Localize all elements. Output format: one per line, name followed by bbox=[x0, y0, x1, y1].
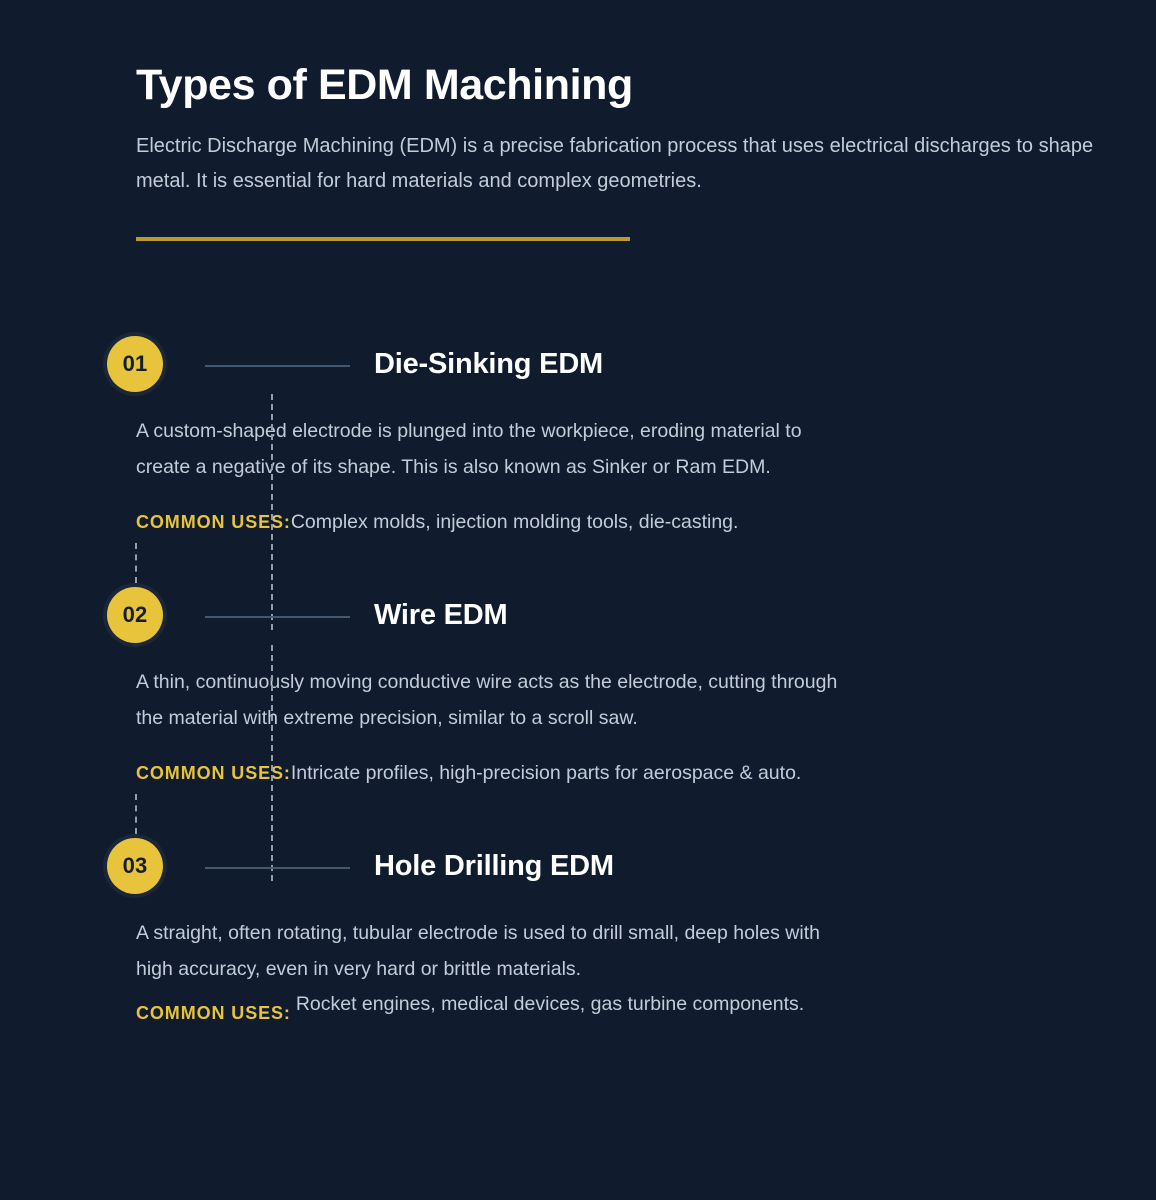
common-uses-label: COMMON USES: bbox=[136, 763, 291, 783]
section-description-2: A thin, continuously moving conductive w… bbox=[136, 671, 838, 729]
connector-line-1 bbox=[205, 365, 350, 367]
page-header: Types of EDM Machining Electric Discharg… bbox=[136, 60, 1136, 199]
gold-divider bbox=[136, 237, 630, 241]
timeline-item-3: 03 Hole Drilling EDM A straight, often r… bbox=[0, 834, 1156, 1034]
step-number-badge-1: 01 bbox=[103, 332, 167, 396]
connector-line-2 bbox=[205, 616, 350, 618]
timeline-item-2: 02 Wire EDM A thin, continuously moving … bbox=[0, 583, 1156, 881]
page-title: Types of EDM Machining bbox=[136, 61, 633, 109]
timeline-header-3: 03 Hole Drilling EDM bbox=[0, 834, 1156, 902]
timeline-item-1: 01 Die-Sinking EDM A custom-shaped elect… bbox=[0, 332, 1156, 630]
timeline-body-3: A straight, often rotating, tubular elec… bbox=[136, 902, 1156, 1034]
connector-line-3 bbox=[205, 867, 350, 869]
step-number-label: 02 bbox=[107, 587, 163, 643]
common-uses-text: Rocket engines, medical devices, gas tur… bbox=[295, 993, 805, 1015]
timeline-gap-1 bbox=[0, 543, 1156, 583]
section-description-1: A custom-shaped electrode is plunged int… bbox=[136, 420, 802, 478]
dashed-rail-1 bbox=[271, 394, 273, 630]
section-title-1: Die-Sinking EDM bbox=[374, 347, 604, 380]
common-uses-label: COMMON USES: bbox=[136, 512, 291, 532]
section-description-3: A straight, often rotating, tubular elec… bbox=[136, 922, 820, 980]
common-uses-label: COMMON USES: bbox=[136, 1003, 291, 1023]
step-number-label: 03 bbox=[107, 838, 163, 894]
common-uses-1: COMMON USES:Complex molds, injection mol… bbox=[136, 507, 1156, 537]
step-number-badge-3: 03 bbox=[103, 834, 167, 898]
common-uses-text: Intricate profiles, high-precision parts… bbox=[290, 762, 802, 784]
edm-types-timeline: 01 Die-Sinking EDM A custom-shaped elect… bbox=[0, 332, 1156, 1034]
timeline-body-2: A thin, continuously moving conductive w… bbox=[136, 645, 1156, 881]
section-title-3: Hole Drilling EDM bbox=[374, 849, 614, 882]
step-number-label: 01 bbox=[107, 336, 163, 392]
common-uses-text: Complex molds, injection molding tools, … bbox=[290, 511, 739, 533]
page-intro-paragraph: Electric Discharge Machining (EDM) is a … bbox=[136, 134, 1094, 192]
timeline-gap-2 bbox=[0, 794, 1156, 834]
timeline-header-1: 01 Die-Sinking EDM bbox=[0, 332, 1156, 400]
dashed-rail-2 bbox=[271, 645, 273, 881]
timeline-header-2: 02 Wire EDM bbox=[0, 583, 1156, 651]
timeline-body-1: A custom-shaped electrode is plunged int… bbox=[136, 394, 1156, 630]
dashed-rail-gap-1 bbox=[135, 543, 137, 583]
section-title-2: Wire EDM bbox=[374, 598, 508, 631]
step-number-badge-2: 02 bbox=[103, 583, 167, 647]
dashed-rail-gap-2 bbox=[135, 794, 137, 834]
common-uses-2: COMMON USES:Intricate profiles, high-pre… bbox=[136, 758, 1156, 788]
common-uses-3: COMMON USES:Rocket engines, medical devi… bbox=[136, 989, 1156, 1028]
